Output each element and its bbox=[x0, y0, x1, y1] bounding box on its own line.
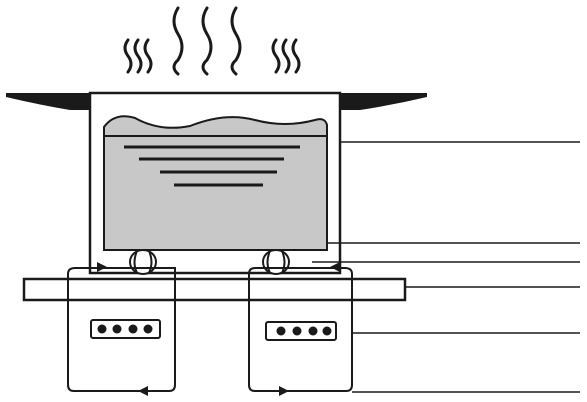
base-shelf bbox=[22, 277, 407, 302]
arrow-icon bbox=[97, 262, 340, 396]
steam-wisp bbox=[143, 38, 153, 74]
steam-wisp bbox=[271, 38, 281, 74]
steam-wisp bbox=[291, 38, 301, 74]
steam-wisp bbox=[281, 38, 291, 74]
leader-lines bbox=[312, 141, 580, 393]
steam-icon bbox=[123, 6, 301, 76]
food-pan bbox=[103, 115, 328, 251]
left-module-frame bbox=[67, 267, 176, 392]
arrow-left-bottom-left bbox=[138, 386, 148, 396]
steam-wisp bbox=[172, 6, 184, 76]
steam-wisp bbox=[123, 38, 133, 74]
steam-wisp bbox=[230, 6, 242, 76]
left-flange bbox=[6, 93, 90, 110]
right-module-frame bbox=[248, 267, 353, 392]
arrow-left-top-right bbox=[330, 262, 340, 272]
arrow-right-bottom-right bbox=[279, 386, 289, 396]
indicator-dots-icon bbox=[276, 326, 332, 336]
steam-wisp bbox=[133, 38, 143, 74]
arrow-right-top-left bbox=[97, 262, 107, 272]
contents-lines bbox=[124, 145, 300, 187]
steam-wisp bbox=[201, 6, 213, 76]
left-indicator-panel bbox=[90, 319, 161, 339]
right-flange bbox=[340, 93, 427, 110]
indicator-dots-icon bbox=[97, 324, 153, 334]
